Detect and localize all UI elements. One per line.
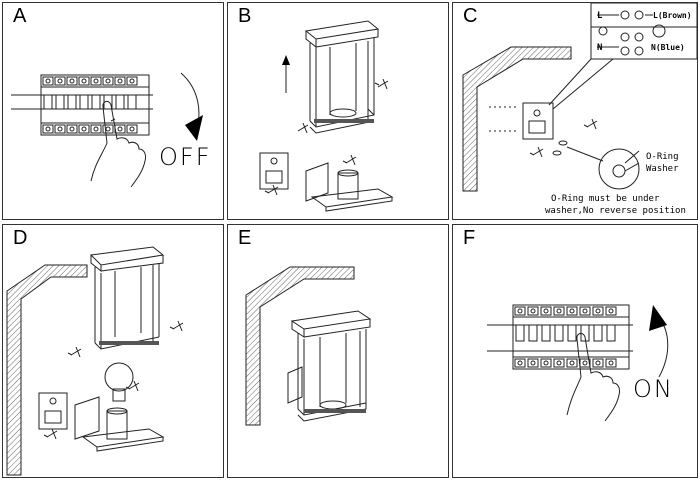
wire-blue-label: N(Blue) [651,43,685,52]
panel-letter: F [463,227,476,249]
arrow-up-icon [282,55,290,65]
bulb-icon [104,362,134,392]
wiring-illustration: O-Ring Washer O-Ring must be under washe… [462,3,698,216]
off-label: OFF [159,143,212,171]
terminal-n-label: N [597,43,602,53]
panel-a: A OFF [2,2,224,220]
note-line-1: O-Ring must be under [551,194,660,204]
note-line-2: washer,No reverse position [545,206,686,216]
bulb-install-illustration [6,246,184,476]
panel-f: F ON [452,224,698,478]
panel-letter: C [463,5,478,27]
panel-c: C [452,2,698,220]
panel-b: B [227,2,449,220]
panel-letter: D [13,227,28,249]
washer-label: Washer [646,164,679,174]
arrow-down-icon [185,115,203,141]
panel-letter: B [238,5,252,27]
panel-letter: E [238,227,252,249]
breaker-on-illustration [487,304,669,422]
panel-d: D [2,224,224,478]
wire-brown-label: L(Brown) [653,11,692,20]
on-label: ON [633,375,674,403]
panel-e: E [227,224,449,478]
assembled-lamp-illustration [245,266,372,426]
panel-letter: A [13,5,27,27]
arrow-up-icon [649,305,667,331]
breaker-off-illustration [11,72,203,188]
o-ring-label: O-Ring [646,152,679,162]
lamp-disassembly-illustration [259,20,394,212]
terminal-l-label: L [597,11,603,21]
